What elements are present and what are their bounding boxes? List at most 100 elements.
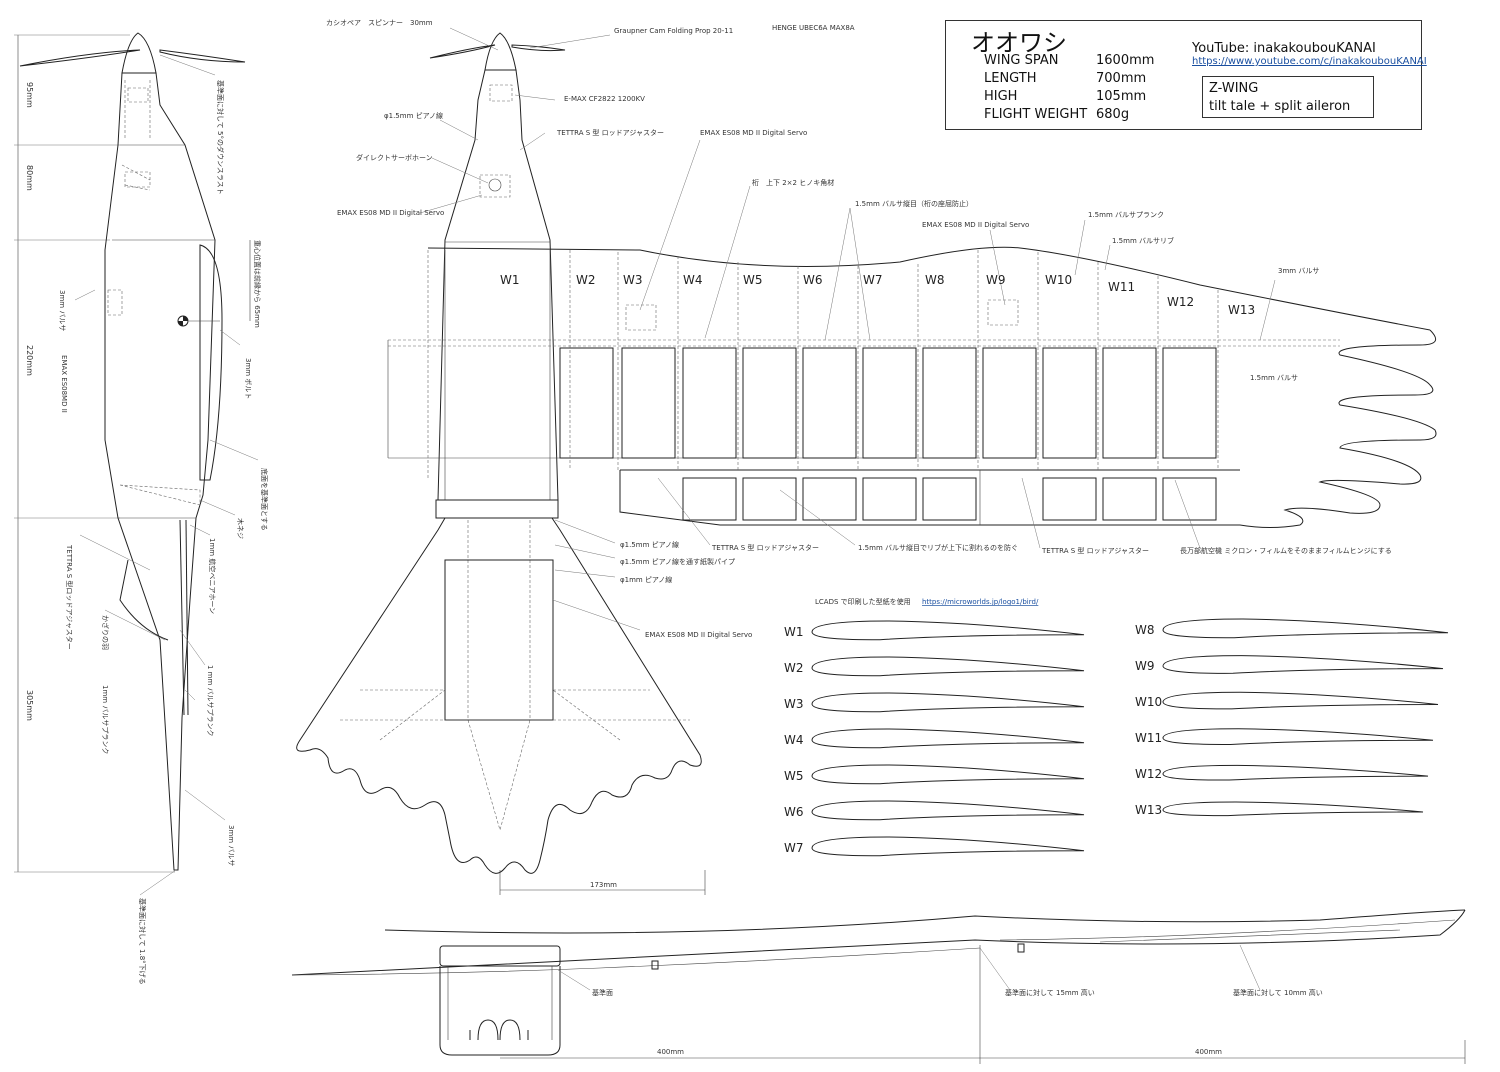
- aircraft-name: オオワシ: [971, 29, 1067, 57]
- side-tail-angle-label: 基準面に対して 1.8°下げる: [138, 898, 147, 985]
- front-dim-right: 400mm: [1195, 1048, 1222, 1056]
- spec-label-wingspan: WING SPAN: [984, 53, 1059, 68]
- spec-value-high: 105mm: [1096, 89, 1147, 104]
- rib-label-w13: W13: [1228, 303, 1255, 317]
- balsa15-label: 1.5mm バルサ: [1250, 374, 1298, 382]
- rib-label-w9: W9: [986, 273, 1006, 287]
- airfoil-w3: [811, 692, 1085, 713]
- side-horn-label: 1mm 航空ベニアホーン: [208, 538, 217, 614]
- airfoil-w8: [1162, 618, 1449, 639]
- side-balsa3b-label: 3mm バルサ: [227, 825, 235, 866]
- rib-label-w3: W3: [623, 273, 643, 287]
- dim-220: 220mm: [25, 345, 34, 376]
- tail-servo-label: EMAX ES08 MD II Digital Servo: [645, 631, 752, 639]
- airfoil-label-w3: W3: [784, 697, 804, 711]
- side-fuselage: [104, 72, 216, 871]
- youtube-channel: YouTube: inakakoubouKANAI: [1192, 41, 1376, 56]
- airfoil-w10: [1162, 691, 1439, 710]
- front-high15-label: 基準面に対して 15mm 高い: [1005, 988, 1095, 997]
- airfoil-w9: [1162, 655, 1444, 674]
- airfoil-label-w4: W4: [784, 733, 804, 747]
- tail-width-label: 173mm: [590, 881, 617, 889]
- rib-label-w2: W2: [576, 273, 596, 287]
- rib-label-w5: W5: [743, 273, 763, 287]
- top-prop-blade: [429, 44, 496, 59]
- airfoil-w12: [1162, 764, 1429, 781]
- side-spinner: [121, 32, 157, 74]
- side-screw-label: 木ネジ: [236, 518, 245, 539]
- side-rod-label: TETTRA S 型ロッドアジャスター: [65, 544, 74, 650]
- prop-label: Graupner Cam Folding Prop 20-11: [614, 27, 733, 35]
- airfoil-w2: [811, 656, 1085, 677]
- spec-label-high: HIGH: [984, 89, 1018, 104]
- airfoil-w5: [811, 764, 1085, 785]
- wing-leading-edge: [427, 246, 1431, 331]
- rib-label-w1: W1: [500, 273, 520, 287]
- front-fuselage-top: [439, 945, 561, 967]
- airfoil-url: https://microworlds.jp/logo1/bird/: [922, 598, 1039, 606]
- side-servo-label: EMAX ES08MD II: [60, 355, 68, 413]
- rib-label-w12: W12: [1167, 295, 1194, 309]
- spec-value-weight: 680g: [1096, 107, 1130, 122]
- wing-tip-feathers: [980, 329, 1437, 528]
- servo-body-label: EMAX ES08 MD II Digital Servo: [337, 209, 444, 217]
- rodadj-label: TETTRA S 型 ロッドアジャスター: [556, 128, 664, 137]
- side-feather-label: かざりの羽: [101, 615, 110, 650]
- top-tail: [296, 517, 702, 874]
- rib-label-w10: W10: [1045, 273, 1072, 287]
- dim-305: 305mm: [25, 690, 34, 721]
- airfoil-label-w8: W8: [1135, 623, 1155, 637]
- airfoil-note: LCADS で印刷した型紙を使用: [815, 597, 911, 606]
- youtube-url-link[interactable]: https://www.youtube.com/c/inakakoubouKAN…: [1192, 56, 1427, 67]
- airfoil-label-w5: W5: [784, 769, 804, 783]
- airfoil-label-w6: W6: [784, 805, 804, 819]
- spec-value-wingspan: 1600mm: [1096, 53, 1155, 68]
- airfoil-label-w12: W12: [1135, 767, 1162, 781]
- front-fuselage: [439, 966, 561, 1056]
- airfoil-label-w13: W13: [1135, 803, 1162, 817]
- servo-w9-label: EMAX ES08 MD II Digital Servo: [922, 221, 1029, 229]
- spec-label-weight: FLIGHT WEIGHT: [984, 107, 1088, 122]
- piano1-label: φ1mm ピアノ線: [620, 575, 672, 584]
- rib-label-w4: W4: [683, 273, 703, 287]
- side-bottom-label: 底面を基準面とする: [260, 468, 269, 531]
- rib-label-w7: W7: [863, 273, 883, 287]
- dim-95: 95mm: [25, 82, 34, 108]
- front-wing-lower: [291, 909, 1466, 976]
- pipe-label: φ1.5mm ピアノ線を通す紙製パイプ: [620, 557, 735, 566]
- airfoil-label-w1: W1: [784, 625, 804, 639]
- front-dim-left: 400mm: [657, 1048, 684, 1056]
- rib-grain-label: 1.5mm バルサ縦目でリブが上下に割れるのを防ぐ: [858, 543, 1018, 552]
- airfoil-w1: [811, 620, 1085, 641]
- ubec-label: HENGE UBEC6A MAX8A: [772, 24, 855, 32]
- rib-label: 1.5mm バルサリブ: [1112, 236, 1174, 245]
- front-base-label: 基準面: [592, 988, 613, 997]
- side-prop-blade: [159, 49, 246, 63]
- spec-label-length: LENGTH: [984, 71, 1037, 86]
- airfoil-label-w9: W9: [1135, 659, 1155, 673]
- spec-value-length: 700mm: [1096, 71, 1147, 86]
- side-plank1-label: 1 mm バルサプランク: [206, 665, 214, 737]
- servo-pocket-w3: [625, 304, 657, 331]
- airfoil-w4: [811, 728, 1085, 749]
- airfoil-w6: [811, 800, 1085, 821]
- side-view: 95mm 80mm 220mm 305mm: [14, 32, 269, 985]
- rib-label-w6: W6: [803, 273, 823, 287]
- top-fuselage: [437, 69, 559, 501]
- side-bolt-label: 3mm ボルト: [244, 358, 252, 399]
- plank-label: 1.5mm バルサプランク: [1088, 211, 1164, 219]
- airfoil-w13: [1162, 801, 1424, 817]
- zwing-subtitle: tilt tale + split aileron: [1209, 99, 1351, 114]
- top-spinner: [484, 32, 517, 71]
- spar-label: 桁 上下 2×2 ヒノキ角材: [752, 178, 834, 187]
- rib-label-w11: W11: [1108, 280, 1135, 294]
- front-view: 基準面 基準面に対して 15mm 高い 基準面に対して 10mm 高い 400m…: [291, 909, 1466, 1064]
- motor-label: E-MAX CF2822 1200KV: [564, 95, 645, 103]
- front-wing-upper: [384, 909, 1466, 934]
- front-high10-label: 基準面に対して 10mm 高い: [1233, 988, 1323, 997]
- balsa3-label: 3mm バルサ: [1278, 267, 1319, 275]
- airfoil-label-w10: W10: [1135, 695, 1162, 709]
- spinner-label: カシオペア スピンナー 30mm: [326, 19, 433, 27]
